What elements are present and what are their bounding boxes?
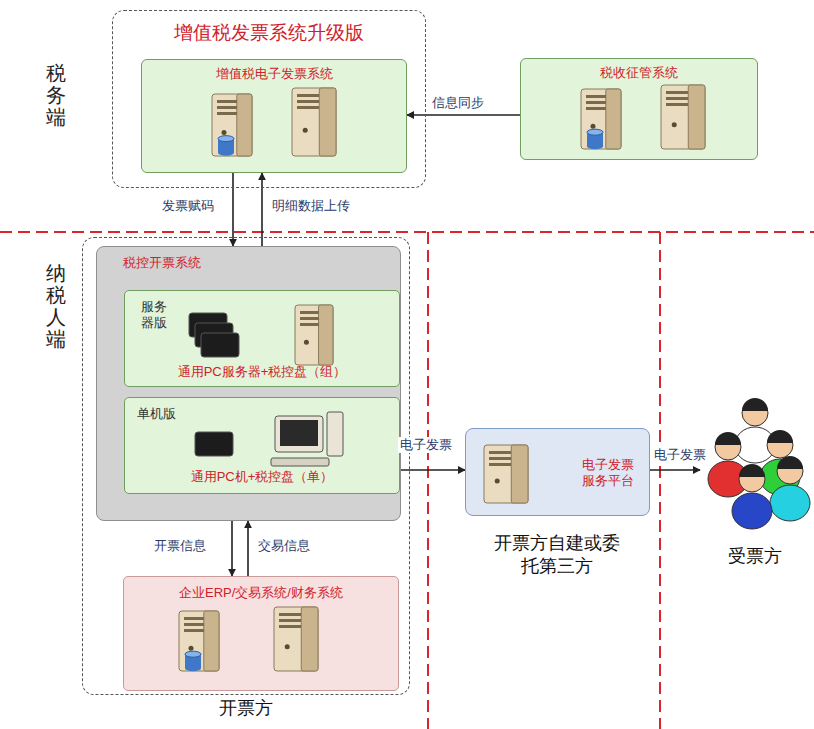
edge-label: 信息同步 [430, 95, 486, 111]
edge-label: 明细数据上传 [270, 198, 352, 214]
flow-arrow [650, 469, 700, 471]
node-caption: 通用PC机+税控盘（单） [125, 469, 399, 485]
edge-label: 发票赋码 [160, 198, 216, 214]
platform-box: 电子发票服务平台 [465, 428, 650, 516]
node-title: 增值税发票系统升级版 [113, 21, 425, 45]
node-title: 企业ERP/交易系统/财务系统 [124, 585, 398, 601]
column-label: 开票方自建或委托第三方 [492, 532, 622, 577]
receiver-group: 受票方 [700, 395, 810, 575]
node-title: 税收征管系统 [521, 65, 757, 81]
flow-arrow [247, 521, 249, 576]
system-box: 增值税电子发票系统 [141, 59, 407, 173]
partition-line [427, 232, 429, 729]
system-group: 税控开票系统服务器版通用PC服务器+税控盘（组） 单机版通用PC机+税控盘（单） [96, 246, 401, 521]
partition-line [659, 232, 661, 729]
flow-arrow [407, 114, 520, 116]
edge-label: 电子发票 [652, 447, 708, 463]
flow-arrow [231, 521, 233, 576]
node-title: 增值税电子发票系统 [142, 66, 406, 82]
node-caption: 通用PC服务器+税控盘（组） [125, 364, 399, 380]
variant-box: 服务器版通用PC服务器+税控盘（组） [124, 290, 400, 387]
side-label: 纳税人端 [46, 262, 66, 350]
edge-label: 开票信息 [152, 538, 208, 554]
node-title: 单机版 [137, 406, 176, 422]
variant-box: 单机版通用PC机+税控盘（单） [124, 397, 400, 494]
side-label: 税务端 [46, 62, 66, 128]
node-title: 税控开票系统 [123, 255, 201, 271]
edge-label: 电子发票 [398, 437, 454, 453]
node-title: 电子发票服务平台 [582, 457, 639, 490]
partition-line [0, 231, 814, 233]
flow-arrow [401, 469, 465, 471]
flow-arrow [261, 173, 263, 246]
node-title: 服务器版 [141, 299, 170, 332]
system-box: 税收征管系统 [520, 58, 758, 160]
node-title: 受票方 [700, 545, 810, 568]
edge-label: 交易信息 [256, 538, 312, 554]
system-box: 企业ERP/交易系统/财务系统 [123, 576, 399, 691]
node-title: 开票方 [83, 697, 409, 720]
flow-arrow [232, 173, 234, 246]
region-group: 开票方税控开票系统服务器版通用PC服务器+税控盘（组）单机版通用PC机+税控盘（… [82, 237, 410, 695]
system-group: 增值税发票系统升级版增值税电子发票系统 [112, 10, 426, 188]
